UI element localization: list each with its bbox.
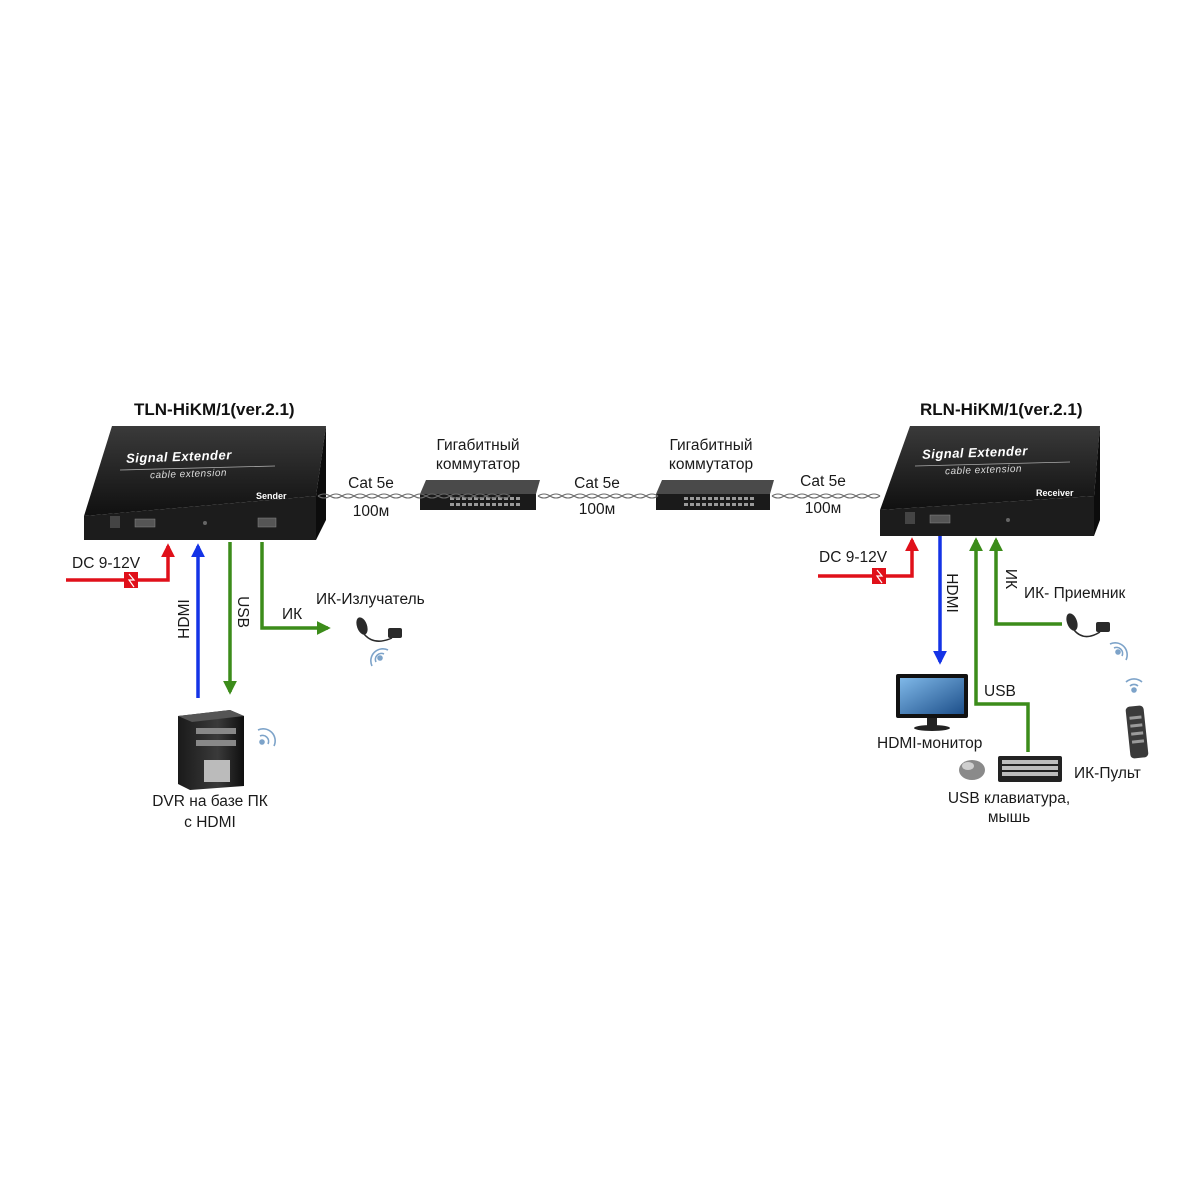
sender-fuse-icon — [124, 572, 138, 588]
receiver-hdmi-label: HDMI — [943, 573, 960, 613]
ir-emitter-wave-icon — [370, 648, 389, 667]
monitor-icon — [896, 674, 968, 731]
receiver-power-label: DC 9-12V — [819, 549, 888, 566]
receiver-ir-arrow — [989, 537, 1062, 626]
switch-left-label-line1: Гигабитный — [436, 437, 520, 454]
switch-left-label-line2: коммутатор — [435, 456, 521, 473]
receiver-fuse-icon — [872, 568, 886, 584]
ir-receiver-wave-icon — [1109, 642, 1128, 661]
sender-ir-label: ИК — [282, 606, 303, 623]
sender-hdmi-port — [134, 518, 156, 528]
dvr-label-line1: DVR на базе ПК — [152, 793, 268, 810]
link-1-length: 100м — [352, 503, 390, 520]
sender-hdmi-label: HDMI — [176, 599, 193, 639]
receiver-status-led — [1006, 518, 1010, 522]
sender-usb-port — [257, 517, 277, 528]
ir-emitter-label: ИК-Излучатель — [316, 591, 425, 608]
sender-title: TLN-HiKM/1(ver.2.1) — [134, 400, 295, 419]
receiver-title: RLN-HiKM/1(ver.2.1) — [920, 400, 1083, 419]
link-1-type: Cat 5e — [348, 475, 394, 492]
keyboard-icon — [998, 756, 1062, 782]
link-2-length: 100м — [578, 501, 616, 518]
receiver-power-arrow — [818, 537, 919, 578]
sender-ir-arrow — [260, 542, 331, 635]
receiver-hdmi-port — [929, 514, 951, 524]
ir-emitter-icon — [356, 617, 402, 642]
dvr-pc-icon — [178, 710, 244, 790]
receiver-usb-label: USB — [984, 683, 1016, 700]
ir-receiver-icon — [1066, 613, 1110, 638]
receiver-usb-arrow — [969, 537, 1030, 752]
link-3-length: 100м — [804, 500, 842, 517]
switch-right — [656, 480, 774, 510]
ir-remote-label: ИК-Пульт — [1074, 765, 1141, 782]
link-2-type: Cat 5e — [574, 475, 620, 492]
monitor-label: HDMI-монитор — [877, 735, 983, 752]
sender-role: Sender — [256, 491, 287, 501]
sender-power-arrow — [66, 543, 175, 582]
dvr-label-line2: с HDMI — [184, 814, 236, 831]
sender-status-led — [203, 521, 207, 525]
ir-receiver-label: ИК- Приемник — [1024, 585, 1126, 602]
switch-right-label-line2: коммутатор — [668, 456, 754, 473]
keyboard-label-line2: мышь — [987, 809, 1031, 826]
mouse-icon — [959, 760, 985, 780]
sender-device — [84, 426, 326, 540]
link-3-type: Cat 5e — [800, 473, 846, 490]
ir-remote-icon — [1125, 705, 1149, 759]
receiver-role: Receiver — [1036, 488, 1074, 498]
sender-dc-port — [110, 516, 120, 528]
receiver-ir-label: ИК — [1002, 568, 1019, 590]
pc-wave-icon — [257, 728, 276, 747]
remote-wave-icon — [1125, 678, 1143, 693]
keyboard-label-line1: USB клавиатура, — [947, 790, 1071, 807]
sender-power-label: DC 9-12V — [72, 555, 141, 572]
cat5e-cables — [317, 493, 881, 499]
switch-right-label-line1: Гигабитный — [669, 437, 753, 454]
sender-usb-label: USB — [234, 596, 251, 628]
receiver-dc-port — [905, 512, 915, 524]
receiver-device — [880, 426, 1100, 536]
switch-left — [420, 480, 540, 510]
